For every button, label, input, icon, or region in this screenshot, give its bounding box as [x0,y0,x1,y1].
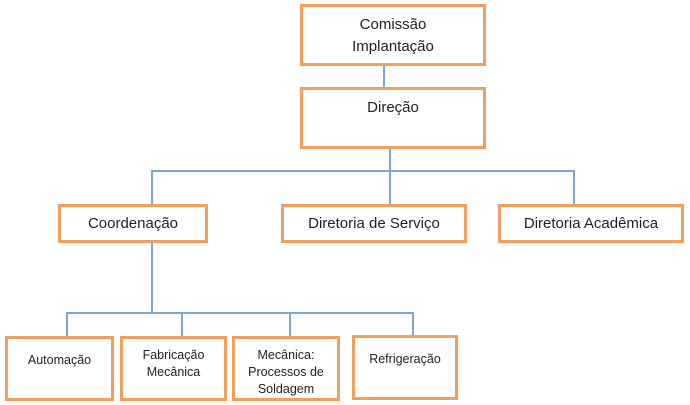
connector-comissao-direcao [383,66,385,87]
node-diretoria-servico-label: Diretoria de Serviço [308,214,440,232]
node-fabricacao-mecanica: Fabricação Mecânica [120,336,227,401]
connector-drop-coordenacao [151,170,153,204]
node-coordenacao-label: Coordenação [87,214,179,232]
node-mecanica-soldagem-label: Mecânica: Processos de Soldagem [248,348,324,396]
node-diretoria-academica-label: Diretoria Acadêmica [523,214,659,232]
node-refrigeracao: Refrigeração [352,335,458,400]
node-comissao-implantacao: Comissão Implantação [300,4,486,66]
connector-coordenacao-stem [151,243,153,313]
node-direcao-label: Direção [367,99,419,116]
connector-level2-horizontal [151,170,575,172]
node-direcao: Direção [300,87,486,149]
node-comissao-implantacao-label: Comissão Implantação [352,16,434,55]
node-diretoria-academica: Diretoria Acadêmica [498,204,684,243]
node-diretoria-servico: Diretoria de Serviço [281,204,467,243]
connector-direcao-stem [389,149,391,171]
node-coordenacao: Coordenação [58,204,208,243]
connector-drop-automacao [66,312,68,336]
connector-drop-mecanica [289,312,291,336]
node-refrigeracao-label: Refrigeração [369,352,441,366]
connector-drop-diretoria-academica [573,170,575,205]
connector-drop-diretoria-servico [389,170,391,204]
connector-drop-fabricacao [181,312,183,336]
connector-level3-horizontal [66,312,414,314]
node-mecanica-soldagem: Mecânica: Processos de Soldagem [232,336,340,401]
connector-drop-refrigeracao [412,312,414,335]
node-automacao-label: Automação [27,353,92,367]
node-fabricacao-mecanica-label: Fabricação Mecânica [142,348,205,379]
node-automacao: Automação [5,336,114,401]
